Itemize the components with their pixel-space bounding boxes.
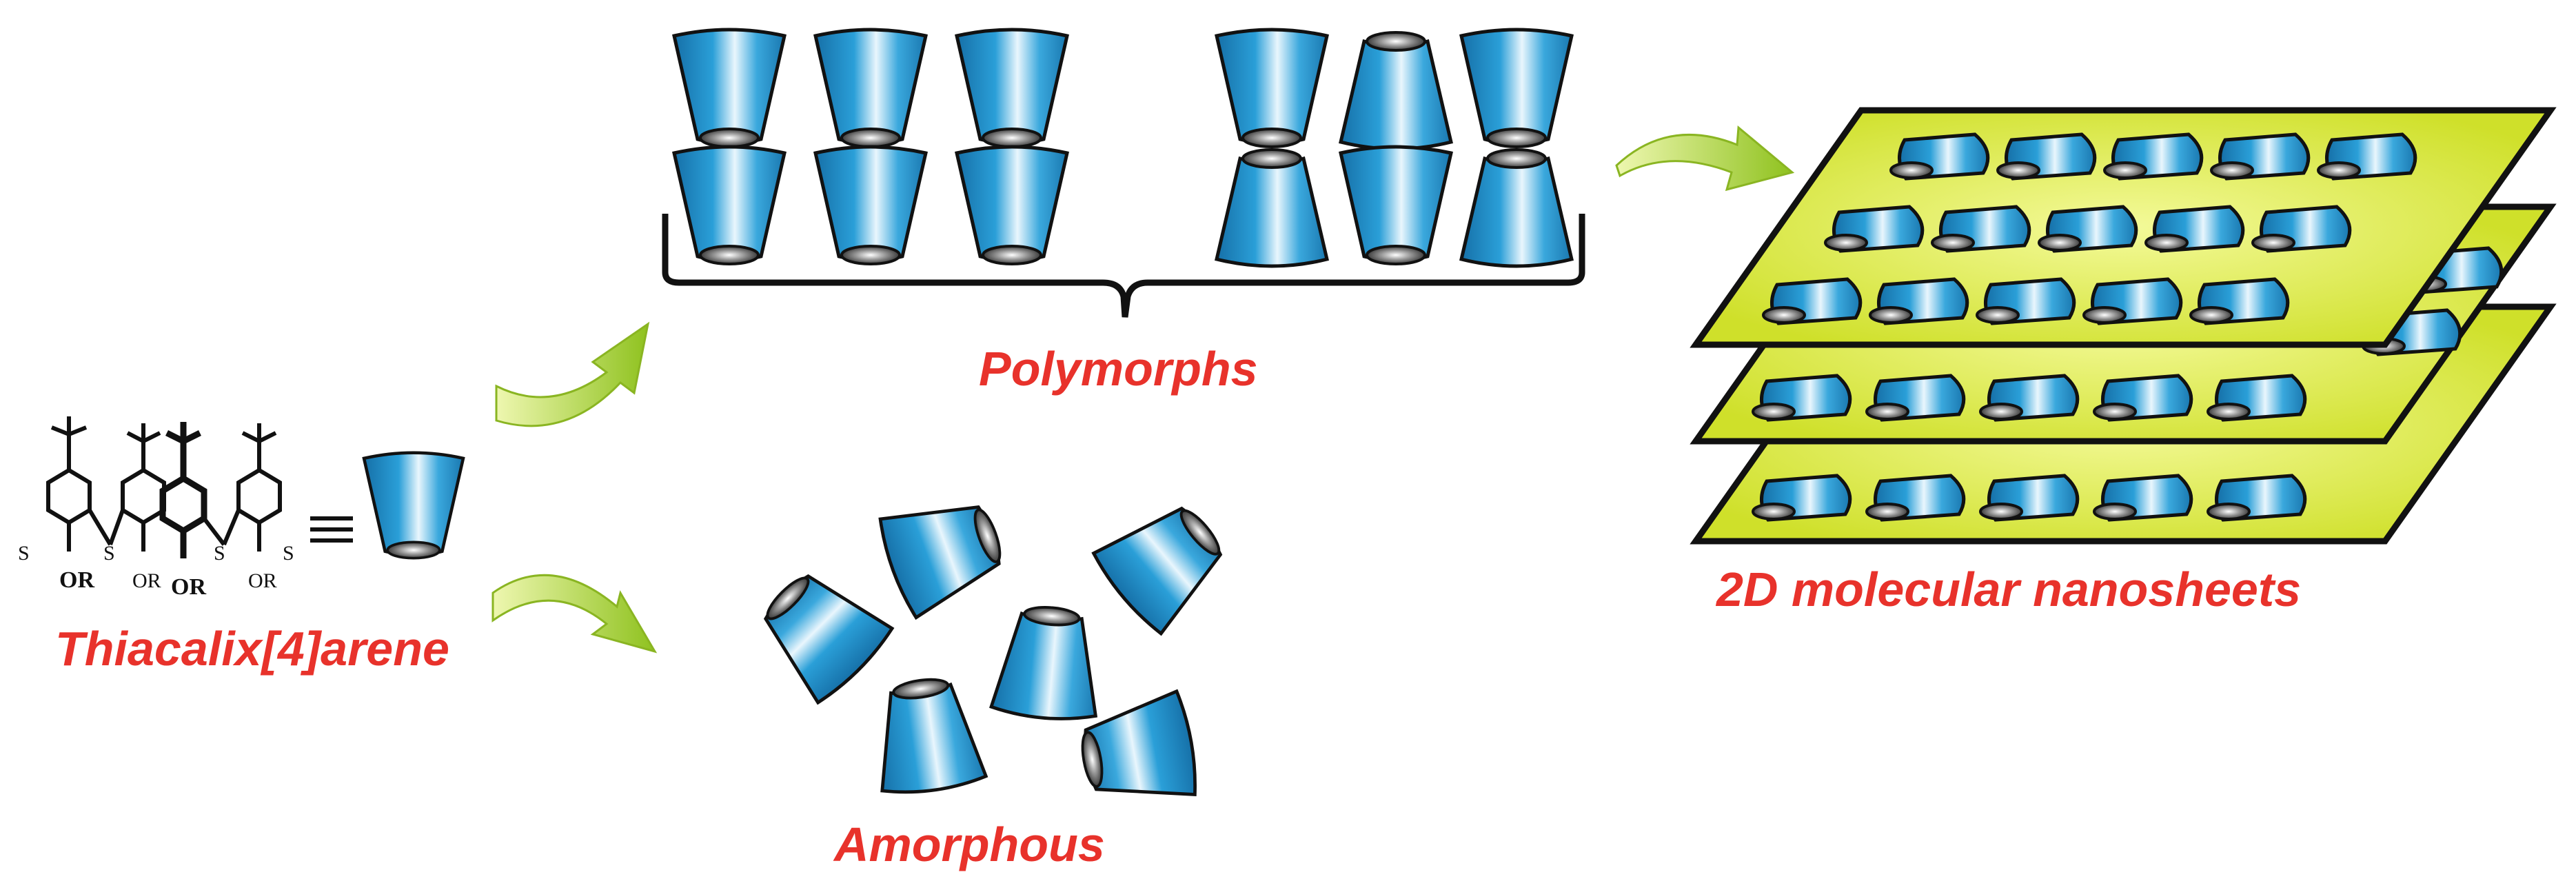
arrow-to-polymorphs [495, 321, 650, 427]
nanosheet-top [1690, 107, 2557, 348]
or-label-2: OR [132, 569, 161, 592]
polymorphs-brace [662, 214, 1585, 318]
polymorph-group-left [674, 30, 1067, 264]
amorphous-cones [745, 484, 1241, 813]
or-label-1: OR [59, 567, 94, 593]
or-label-4: OR [248, 569, 277, 592]
structure-atom-labels: S S S S OR OR OR OR [18, 542, 294, 600]
sulfur-label-2: S [103, 542, 115, 565]
arrow-to-nanosheets [1615, 125, 1795, 192]
arrow-to-amorphous [491, 574, 658, 654]
nanosheets-label: 2D molecular nanosheets [1716, 563, 2302, 616]
single-cone-icon [364, 453, 463, 558]
polymorph-group-right [1217, 30, 1572, 266]
amorphous-label: Amorphous [834, 818, 1105, 871]
equivalence-sign [310, 516, 353, 543]
thiacalixarene-structure [46, 416, 282, 558]
nanosheet-stack [1690, 107, 2557, 545]
sulfur-label-3: S [214, 542, 225, 565]
sulfur-label-1: S [18, 542, 30, 565]
or-label-3: OR [171, 574, 206, 600]
polymorphs-label: Polymorphs [979, 342, 1258, 396]
sulfur-label-4: S [283, 542, 294, 565]
thiacalixarene-label: Thiacalix[4]arene [55, 622, 449, 676]
